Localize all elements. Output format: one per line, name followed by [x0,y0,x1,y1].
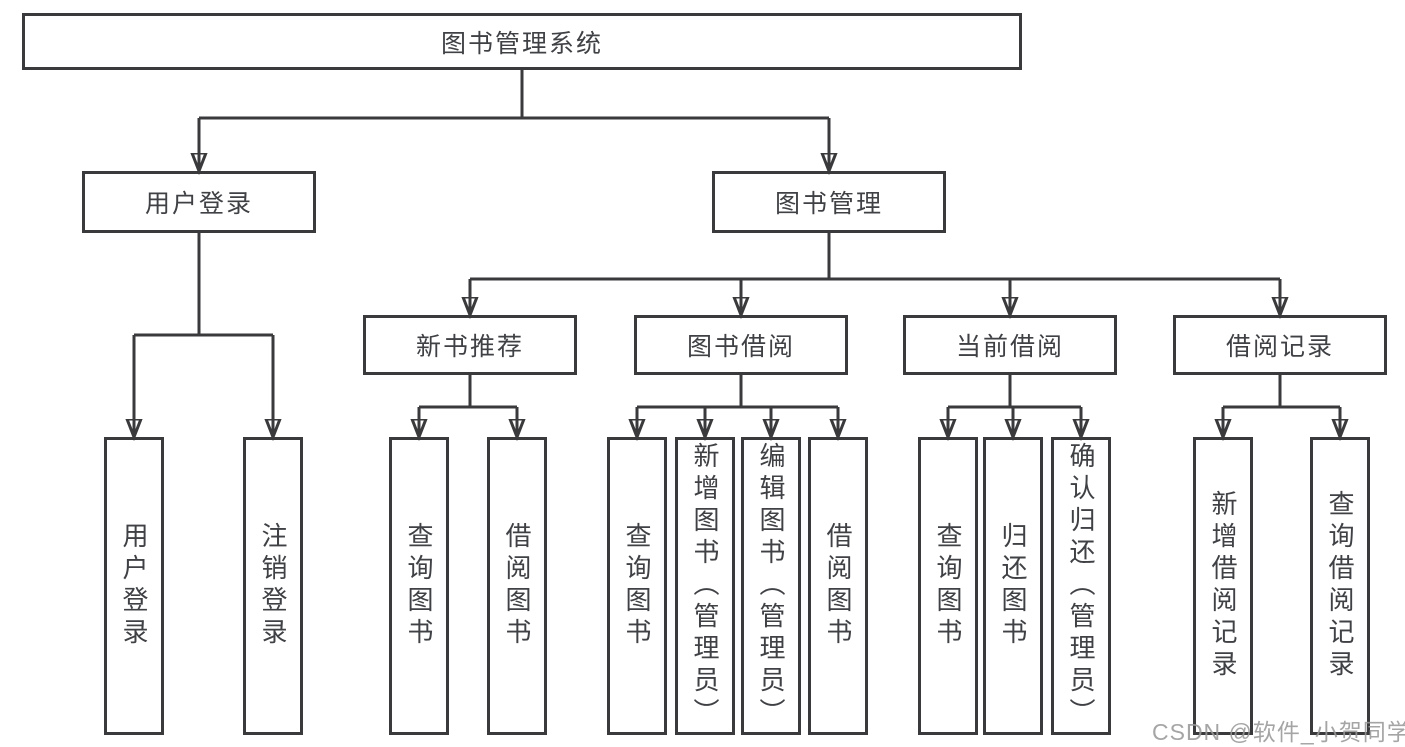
node-book-borrowing-label: 图书借阅 [686,333,795,361]
node-root-library-management-system: 图书管理系统 [22,13,1022,70]
node-current-borrowing-label: 当前借阅 [955,333,1064,361]
leaf-query-book-borrowing: 查询图书 [607,437,667,735]
node-borrowing-records-label: 借阅记录 [1225,333,1334,361]
node-user-login-branch-label: 用户登录 [144,190,253,218]
node-book-management-branch: 图书管理 [712,171,946,233]
leaf-confirm-return-admin-label: 确认归还（管理员） [1066,442,1096,730]
leaf-confirm-return-admin: 确认归还（管理员） [1051,437,1111,735]
leaf-user-login: 用户登录 [104,437,164,735]
leaf-query-borrow-record: 查询借阅记录 [1310,437,1370,735]
leaf-borrow-book-recommend-label: 借阅图书 [502,522,532,650]
node-root-label: 图书管理系统 [440,29,603,58]
leaf-query-book-recommend-label: 查询图书 [404,522,434,650]
node-borrowing-records: 借阅记录 [1173,315,1387,375]
leaf-return-book-label: 归还图书 [998,522,1028,650]
leaf-query-book-recommend: 查询图书 [389,437,449,735]
leaf-borrow-book-recommend: 借阅图书 [487,437,547,735]
node-new-book-recommendation: 新书推荐 [363,315,577,375]
node-current-borrowing: 当前借阅 [903,315,1117,375]
leaf-add-borrow-record: 新增借阅记录 [1193,437,1253,735]
leaf-borrow-book-borrowing: 借阅图书 [808,437,868,735]
csdn-watermark: CSDN @软件_小贺同学 [1152,719,1405,745]
node-book-borrowing: 图书借阅 [634,315,848,375]
leaf-edit-book-admin: 编辑图书（管理员） [741,437,801,735]
node-book-management-branch-label: 图书管理 [774,190,883,218]
leaf-query-borrow-record-label: 查询借阅记录 [1325,490,1355,682]
leaf-return-book: 归还图书 [983,437,1043,735]
leaf-logout-label: 注销登录 [258,522,288,650]
leaf-add-book-admin: 新增图书（管理员） [675,437,735,735]
leaf-query-book-current: 查询图书 [918,437,978,735]
leaf-edit-book-admin-label: 编辑图书（管理员） [756,442,786,730]
leaf-borrow-book-borrowing-label: 借阅图书 [823,522,853,650]
node-user-login-branch: 用户登录 [82,171,316,233]
node-new-book-recommendation-label: 新书推荐 [415,333,524,361]
leaf-add-book-admin-label: 新增图书（管理员） [690,442,720,730]
leaf-query-book-borrowing-label: 查询图书 [622,522,652,650]
leaf-add-borrow-record-label: 新增借阅记录 [1208,490,1238,682]
leaf-logout: 注销登录 [243,437,303,735]
leaf-user-login-label: 用户登录 [119,522,149,650]
leaf-query-book-current-label: 查询图书 [933,522,963,650]
